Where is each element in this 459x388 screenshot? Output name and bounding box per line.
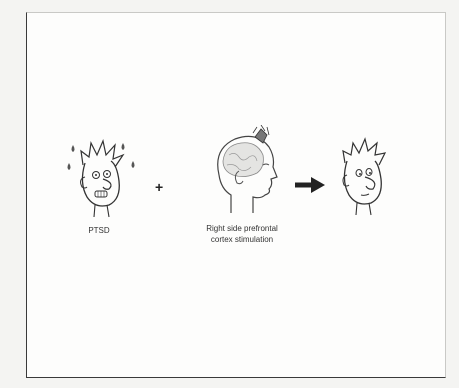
- brain-stimulation-head-icon: [205, 125, 291, 221]
- stimulation-label-line1: Right side prefrontal: [187, 223, 297, 234]
- stimulation-label: Right side prefrontal cortex stimulation: [187, 223, 297, 245]
- calm-face-icon: [333, 135, 393, 219]
- figure-frame: PTSD + Right side prefrontal cortex stim…: [26, 12, 446, 378]
- ptsd-label: PTSD: [79, 225, 119, 236]
- right-arrow-icon: [295, 177, 325, 193]
- plus-operator: +: [155, 179, 163, 195]
- stimulation-label-line2: cortex stimulation: [187, 234, 297, 245]
- distressed-face-icon: [63, 135, 139, 221]
